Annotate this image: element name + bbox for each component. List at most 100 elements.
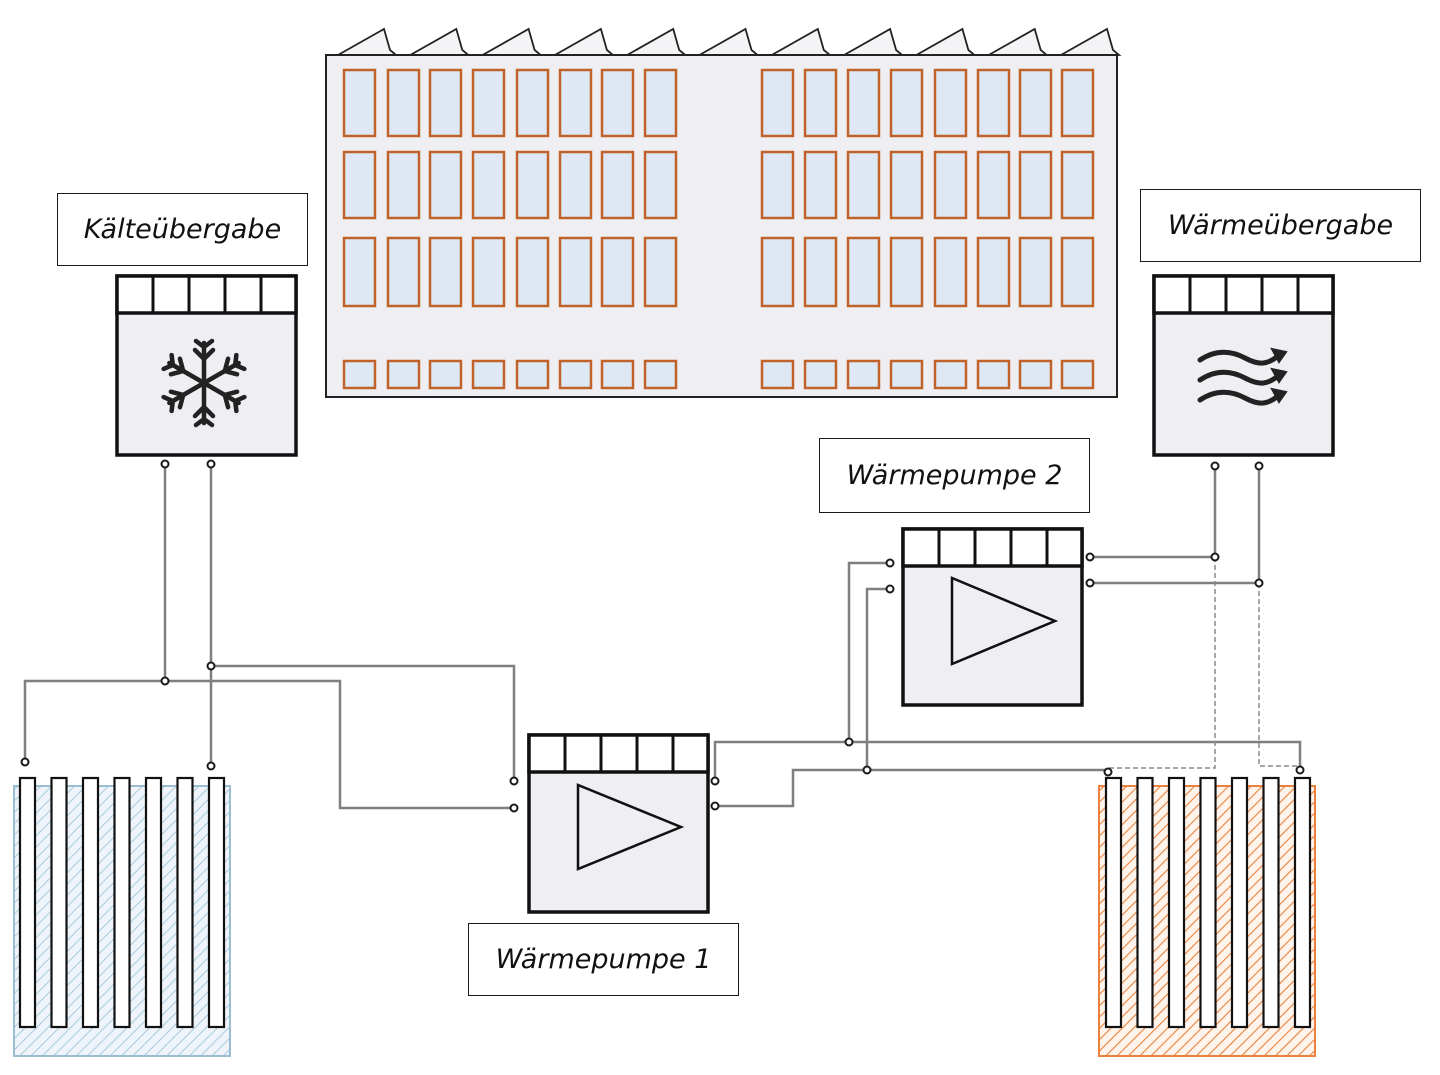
heat-pump-1-label: Wärmepumpe 1 (468, 923, 739, 996)
roof-solar-panel (479, 27, 544, 56)
triangle-compressor-icon (950, 576, 1059, 666)
warm-ground-storage (1098, 776, 1316, 1057)
ground-probes-left (18, 776, 226, 1029)
pipe-ports (20, 459, 1305, 813)
ground-probe (176, 776, 194, 1029)
heat-pump-2-label: Wärmepumpe 2 (819, 438, 1090, 513)
building-window (600, 150, 635, 220)
roof-solar-panel (1057, 27, 1122, 56)
ground-probe (18, 776, 37, 1029)
building-window-small (846, 359, 881, 390)
building-window (515, 68, 550, 138)
building-window (558, 236, 593, 308)
ground-probe (1167, 776, 1186, 1029)
building-window (1060, 150, 1095, 220)
ground-probe (50, 776, 68, 1029)
heat-transfer-label: Wärmeübergabe (1140, 189, 1421, 262)
building-window (933, 150, 968, 220)
roof-solar-panel (696, 27, 760, 56)
roof-solar-panel (623, 27, 688, 56)
building-window (471, 150, 506, 220)
building-window (643, 236, 678, 308)
ground-probe (144, 776, 163, 1029)
cold-transfer-label: Kälteübergabe (57, 193, 308, 266)
building-window (933, 236, 968, 308)
building-window (803, 68, 838, 138)
unit-top-strip (901, 527, 1084, 568)
building-window (760, 236, 795, 308)
building-window-small (600, 359, 635, 390)
snowflake-icon (163, 338, 245, 425)
building-window-small (976, 359, 1011, 390)
building-window (889, 150, 924, 220)
building-window (1018, 150, 1053, 220)
ground-probe (1136, 776, 1154, 1029)
roof-solar-panel (840, 27, 905, 56)
building-window (760, 68, 795, 138)
heat-transfer-unit (1152, 274, 1335, 457)
building (325, 27, 1122, 398)
roof-solar-panel (334, 27, 399, 56)
building-window-small (428, 359, 463, 390)
ground-probe (1104, 776, 1123, 1029)
building-window (386, 68, 421, 138)
building-window (1018, 236, 1053, 308)
building-window-small (558, 359, 593, 390)
building-window (933, 68, 968, 138)
roof-solar-panel (912, 27, 977, 56)
building-window (600, 236, 635, 308)
triangle-compressor-icon (576, 783, 685, 871)
building-window (428, 236, 463, 308)
building-window (976, 150, 1011, 220)
ground-probe (81, 776, 100, 1029)
building-roof-panels (334, 27, 1122, 56)
ground-probe (1262, 776, 1280, 1029)
building-window-small (515, 359, 550, 390)
roof-solar-panel (768, 27, 833, 56)
building-window-small (760, 359, 795, 390)
building-window (342, 236, 377, 308)
building-window-small (471, 359, 506, 390)
building-window (846, 68, 881, 138)
building-window-small (889, 359, 924, 390)
building-window (515, 236, 550, 308)
ground-probe (113, 776, 131, 1029)
building-window (342, 68, 377, 138)
building-window-small (1060, 359, 1095, 390)
building-window (846, 150, 881, 220)
unit-top-strip (527, 733, 710, 774)
cold-transfer-unit (115, 274, 298, 457)
roof-solar-panel (985, 27, 1050, 56)
building-window (976, 68, 1011, 138)
building-window (428, 68, 463, 138)
building-window-small (643, 359, 678, 390)
building-window (803, 236, 838, 308)
building-window (976, 236, 1011, 308)
unit-top-strip (1152, 274, 1335, 315)
building-window (515, 150, 550, 220)
building-windows (342, 68, 1095, 390)
ground-probe (1199, 776, 1217, 1029)
roof-solar-panel (551, 27, 616, 56)
building-window-small (342, 359, 377, 390)
cold-ground-storage (13, 776, 231, 1057)
heat-waves-icon (1197, 347, 1288, 406)
building-window (760, 150, 795, 220)
building-window (889, 68, 924, 138)
ground-probe (207, 776, 226, 1029)
building-window (600, 68, 635, 138)
building-window-small (1018, 359, 1053, 390)
building-window (803, 150, 838, 220)
building-window (643, 68, 678, 138)
building-window (471, 236, 506, 308)
building-window-small (933, 359, 968, 390)
building-window (558, 150, 593, 220)
unit-top-strip (115, 274, 298, 315)
heat-pump-2-unit (901, 527, 1084, 707)
building-window (1060, 68, 1095, 138)
building-window (386, 150, 421, 220)
ground-probe (1293, 776, 1312, 1029)
building-window (643, 150, 678, 220)
building-window-small (803, 359, 838, 390)
